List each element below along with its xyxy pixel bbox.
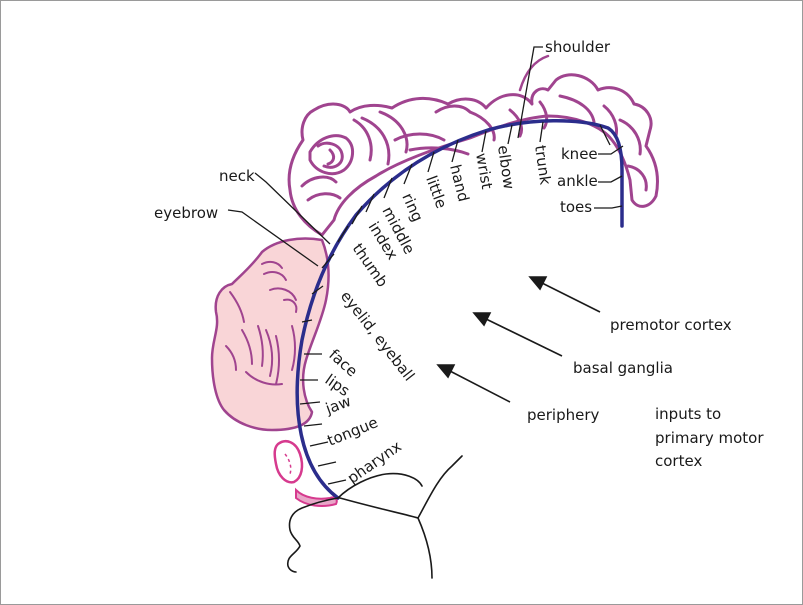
caption-line-1: inputs to — [655, 405, 721, 423]
arrow-head-periphery — [438, 365, 454, 377]
label-wrist: wrist — [472, 152, 496, 191]
arrow-head-premotor — [530, 277, 546, 289]
label-periphery: periphery — [527, 406, 600, 424]
label-pharynx: pharynx — [344, 437, 405, 487]
caption-line-2: primary motor — [655, 429, 764, 447]
label-neck: neck — [219, 167, 255, 185]
label-hand: hand — [446, 163, 473, 204]
brainstem-outline — [288, 456, 462, 578]
label-shoulder: shoulder — [545, 38, 611, 56]
homunculus-face — [212, 239, 329, 431]
input-arrows — [438, 277, 600, 402]
label-elbow: elbow — [494, 144, 518, 190]
label-trunk: trunk — [531, 144, 554, 186]
arrow-head-basal-ganglia — [474, 313, 490, 325]
label-basal-ganglia: basal ganglia — [573, 359, 673, 377]
label-tongue: tongue — [325, 413, 381, 449]
label-ankle: ankle — [557, 172, 598, 190]
label-eyebrow: eyebrow — [154, 204, 218, 222]
label-knee: knee — [561, 145, 598, 163]
label-toes: toes — [560, 198, 592, 216]
label-little: little — [422, 173, 450, 211]
label-jaw: jaw — [322, 392, 353, 418]
caption-line-3: cortex — [655, 452, 702, 470]
label-premotor-cortex: premotor cortex — [610, 316, 732, 334]
